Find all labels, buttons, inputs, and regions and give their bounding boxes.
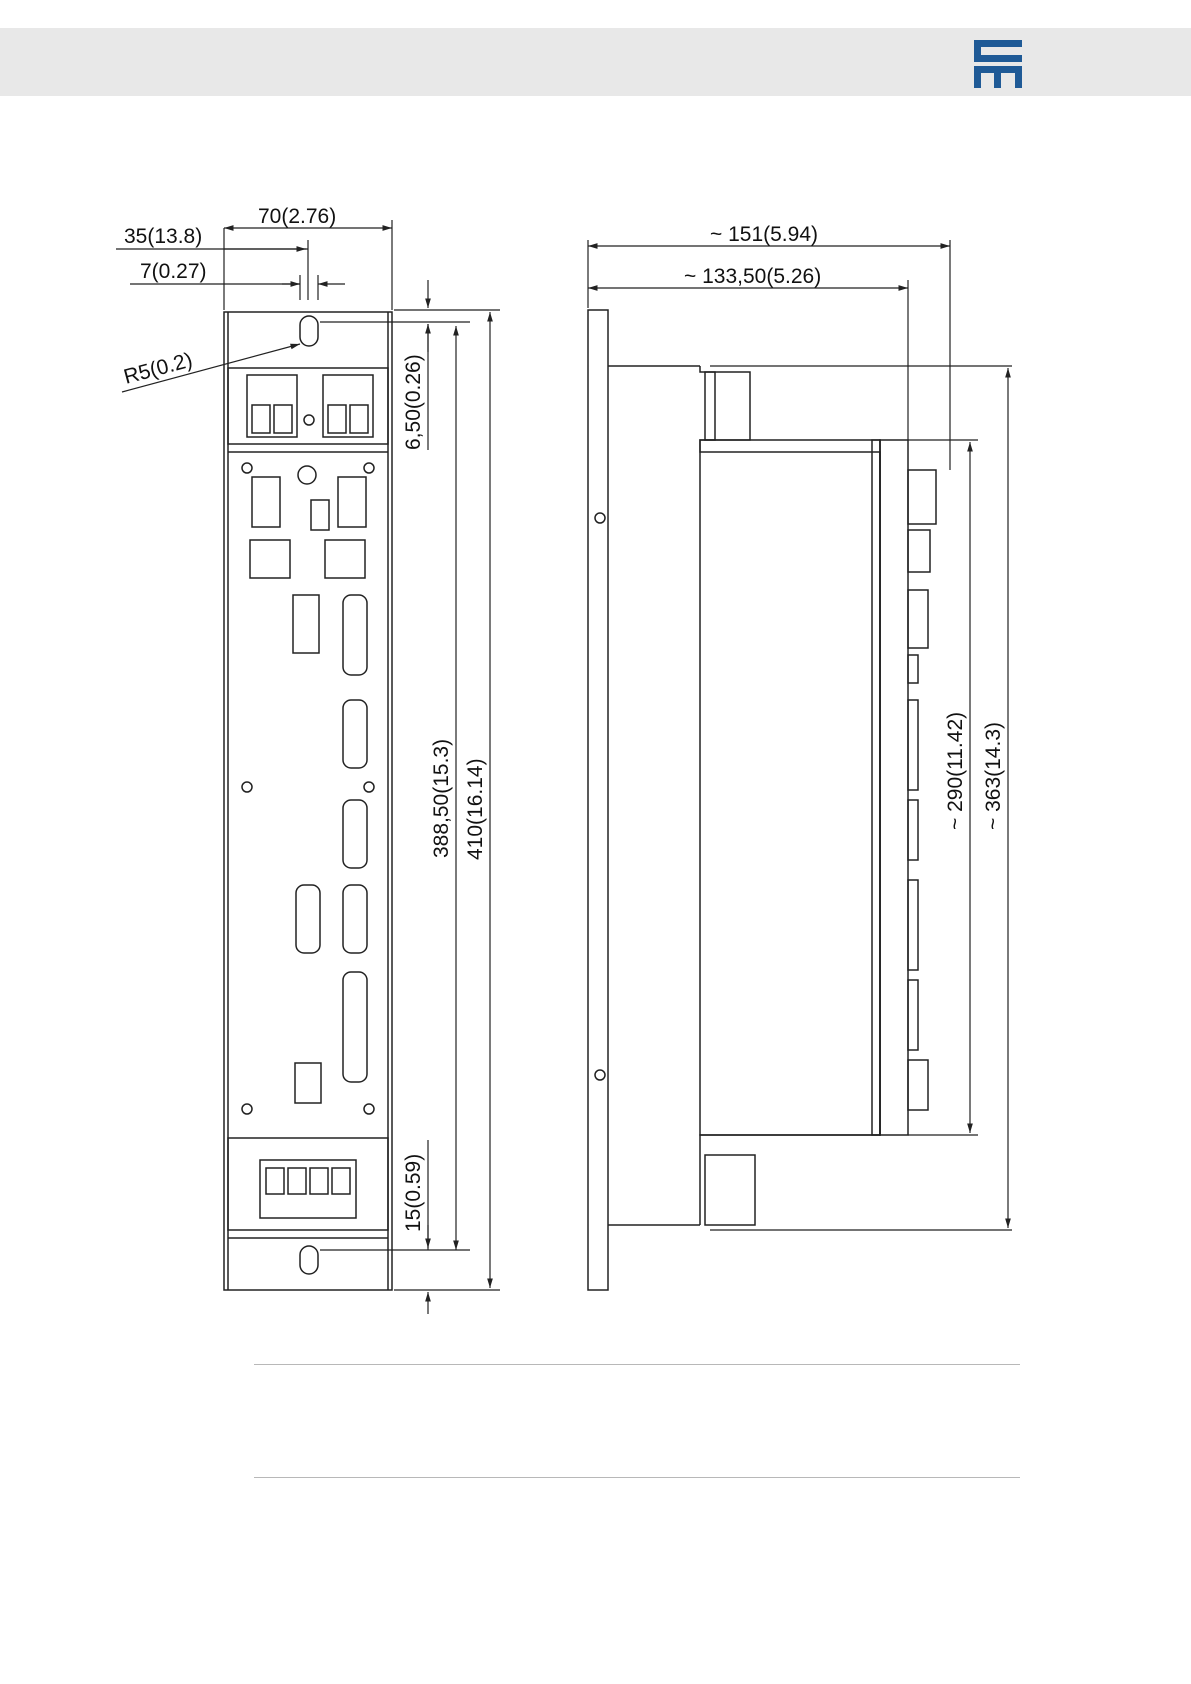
dim-height-388-50: 388,50(15.3) [430, 739, 453, 858]
mount-keyhole-top [300, 316, 318, 346]
dim-bottom-15: 15(0.59) [402, 1154, 425, 1232]
dim-height-290: ~ 290(11.42) [944, 712, 967, 830]
side-view [588, 310, 936, 1290]
side-front-panel [880, 440, 908, 1135]
side-main-body [700, 440, 880, 1135]
dim-depth-151: ~ 151(5.94) [710, 223, 818, 246]
front-view [224, 312, 392, 1290]
separator-rule-top [254, 1364, 1020, 1365]
side-mount-plate [588, 310, 608, 1290]
dim-width-70: 70(2.76) [258, 205, 336, 228]
separator-rule-bottom [254, 1477, 1020, 1478]
dim-height-363: ~ 363(14.3) [982, 722, 1005, 830]
dim-depth-133-50: ~ 133,50(5.26) [684, 265, 821, 288]
front-housing-outline [224, 312, 392, 1290]
dim-offset-35: 35(13.8) [124, 225, 202, 248]
dim-top-6-50: 6,50(0.26) [402, 354, 425, 450]
mount-keyhole-bottom [300, 1246, 318, 1274]
dim-height-410: 410(16.14) [464, 758, 487, 860]
side-connector [908, 470, 936, 524]
dim-slot-7: 7(0.27) [140, 260, 207, 283]
